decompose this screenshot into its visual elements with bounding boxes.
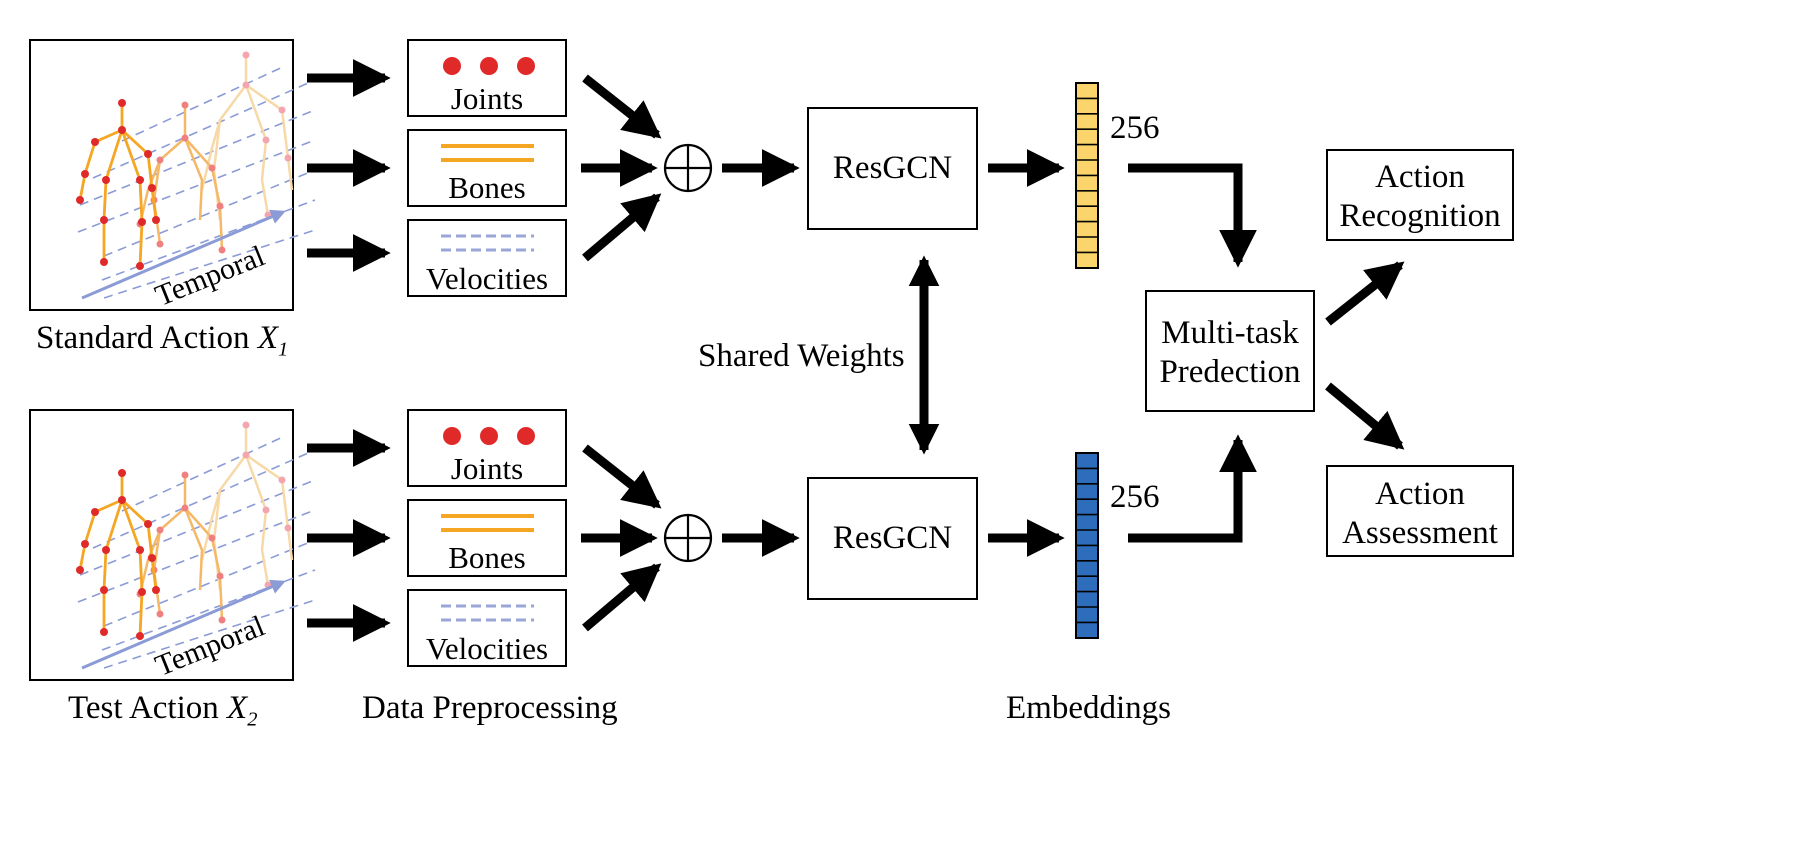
arrow-embedding-to-prediction-top: [1128, 163, 1257, 268]
arrow-velocities-to-sum-bottom: [582, 563, 662, 632]
arrow-embedding-to-prediction-bottom: [1128, 434, 1257, 543]
arrow-joints-to-sum-bottom: [582, 444, 662, 509]
concat-symbol-bottom: [663, 513, 713, 563]
recognition-label-line1: Action: [1375, 159, 1465, 195]
arrow-joints-to-sum-top: [582, 74, 662, 139]
joint-dot: [443, 427, 461, 445]
action-assessment-box: [1326, 465, 1514, 557]
bones-label-top: Bones: [448, 170, 526, 205]
velocities-box-bottom: [407, 589, 567, 667]
resgcn-box-top: [807, 107, 978, 230]
joints-label-top: Joints: [450, 81, 524, 116]
assessment-label-line1: Action: [1375, 476, 1465, 512]
resgcn-label-top: ResGCN: [832, 150, 953, 186]
recognition-label-line2: Recognition: [1339, 198, 1501, 234]
prediction-label-line1: Multi-task: [1161, 315, 1299, 351]
joint-dot: [480, 57, 498, 75]
concat-symbol-top: [663, 143, 713, 193]
resgcn-label-bottom: ResGCN: [832, 520, 953, 556]
test-action-caption: Test Action X2: [68, 690, 258, 731]
bones-box-bottom: [407, 499, 567, 577]
velocities-box-top: [407, 219, 567, 297]
joint-dot: [480, 427, 498, 445]
joint-dot: [443, 57, 461, 75]
embedding-vector-top: [1075, 82, 1099, 269]
embeddings-caption: Embeddings: [1006, 690, 1171, 726]
standard-action-caption: Standard Action X1: [36, 320, 289, 361]
joint-dot: [517, 57, 535, 75]
bones-label-bottom: Bones: [448, 540, 526, 575]
velocities-label-top: Velocities: [425, 261, 549, 296]
multitask-prediction-box: [1145, 290, 1315, 412]
arrow-to-assessment: [1325, 382, 1405, 450]
bones-box-top: [407, 129, 567, 207]
arrow-to-recognition: [1325, 261, 1405, 326]
embedding-dim-top: 256: [1110, 110, 1160, 146]
joints-label-bottom: Joints: [450, 451, 524, 486]
embedding-dim-bottom: 256: [1110, 479, 1160, 515]
joints-box-top: [407, 39, 567, 117]
joints-box-bottom: [407, 409, 567, 487]
resgcn-box-bottom: [807, 477, 978, 600]
shared-weights-label: Shared Weights: [698, 338, 905, 374]
action-recognition-box: [1326, 149, 1514, 241]
velocities-label-bottom: Velocities: [425, 631, 549, 666]
joint-dot: [517, 427, 535, 445]
arrow-velocities-to-sum-top: [582, 193, 662, 262]
prediction-label-line2: Predection: [1159, 354, 1301, 390]
data-preprocessing-caption: Data Preprocessing: [362, 690, 618, 726]
embedding-vector-bottom: [1075, 452, 1099, 639]
assessment-label-line2: Assessment: [1342, 515, 1498, 551]
